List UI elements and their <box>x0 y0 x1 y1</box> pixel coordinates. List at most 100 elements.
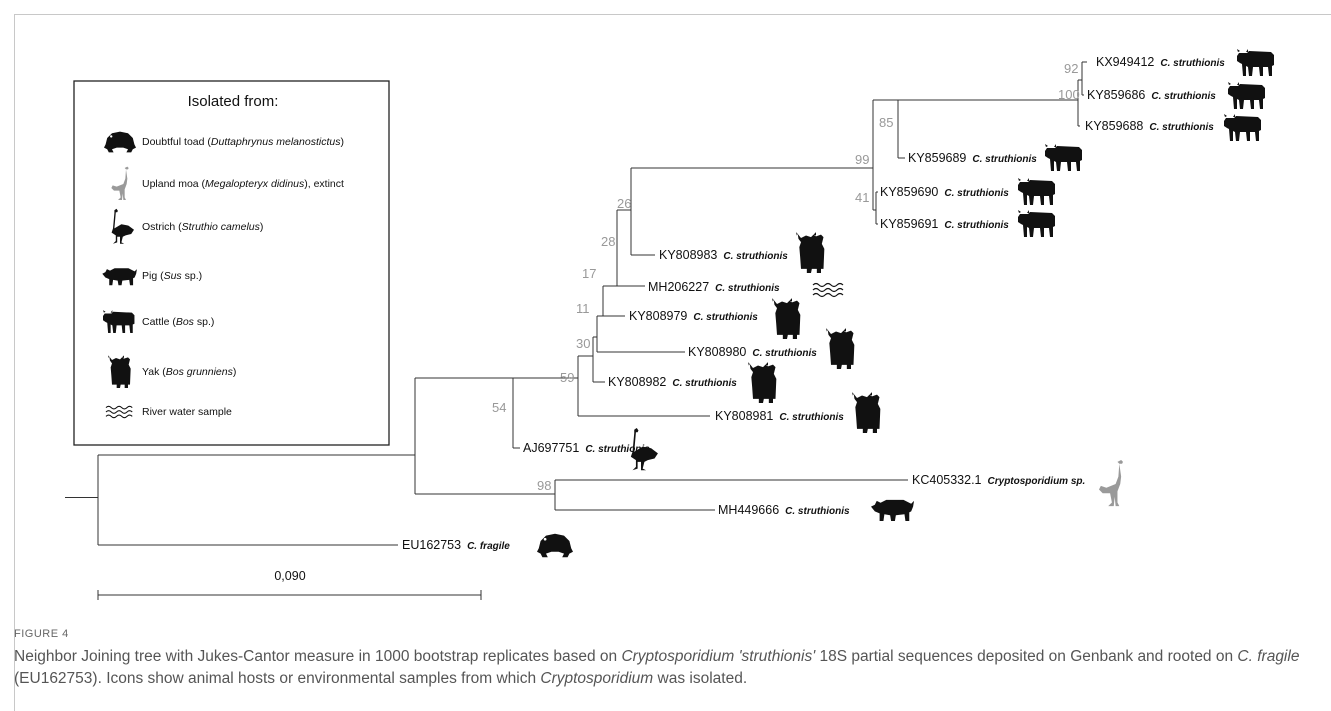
species-name: C. struthionis <box>1151 91 1216 102</box>
legend-item: Cattle (Bos sp.) <box>103 310 214 334</box>
tip-label: KC405332.1 Cryptosporidium sp. <box>912 473 1085 487</box>
tip-label: KX949412 C. struthionis <box>1096 55 1225 69</box>
yak-icon <box>826 328 855 369</box>
species-name: C. struthionis <box>672 378 737 389</box>
tip-label: MH449666 C. struthionis <box>718 503 850 517</box>
cattle-icon <box>1045 144 1082 171</box>
legend: Isolated from: Doubtful toad (Duttaphryn… <box>73 80 390 446</box>
caption-italic: C. fragile <box>1237 648 1300 665</box>
legend-label: Upland moa (Megalopteryx didinus), extin… <box>142 178 344 190</box>
tip-ky808983: KY808983 C. struthionis <box>659 232 825 273</box>
legend-title: Isolated from: <box>188 93 279 110</box>
figure-frame-top <box>14 14 1331 15</box>
legend-label: Doubtful toad (Duttaphrynus melanostictu… <box>142 136 344 148</box>
tip-label: KY808982 C. struthionis <box>608 375 737 389</box>
accession-id: KY808983 <box>659 248 717 262</box>
legend-item: Ostrich (Struthio camelus) <box>111 208 263 244</box>
tip-label: EU162753 C. fragile <box>402 538 510 552</box>
species-name: C. struthionis <box>785 506 850 517</box>
tip-label: MH206227 C. struthionis <box>648 280 780 294</box>
species-name: C. struthionis <box>1149 122 1214 133</box>
species-name: C. struthionis <box>944 188 1009 199</box>
figure-frame-left <box>14 14 15 711</box>
caption-text-part: Neighbor Joining tree with Jukes-Cantor … <box>14 648 622 665</box>
caption-italic: Cryptosporidium 'struthionis' <box>621 648 816 665</box>
legend-label: Yak (Bos grunniens) <box>142 366 236 378</box>
cattle-icon <box>1224 114 1261 141</box>
bootstrap-value: 28 <box>601 234 615 249</box>
bootstrap-value: 99 <box>855 152 869 167</box>
caption-text-part: (EU162753). Icons show animal hosts or e… <box>14 670 541 687</box>
species-name: C. struthionis <box>944 220 1009 231</box>
caption-text: Neighbor Joining tree with Jukes-Cantor … <box>14 646 1324 690</box>
cattle-icon <box>1237 49 1274 76</box>
accession-id: KY859689 <box>908 151 966 165</box>
pig-icon <box>871 499 915 521</box>
species-name: C. struthionis <box>1160 58 1225 69</box>
caption-text-part: 18S partial sequences deposited on Genba… <box>815 648 1238 665</box>
bootstrap-value: 98 <box>537 478 551 493</box>
tip-kc405332-1: KC405332.1 Cryptosporidium sp. <box>912 460 1123 507</box>
accession-id: KY859688 <box>1085 119 1143 133</box>
accession-id: KY859690 <box>880 185 938 199</box>
legend-item: Doubtful toad (Duttaphrynus melanostictu… <box>104 131 344 153</box>
tip-eu162753: EU162753 C. fragile <box>402 533 573 558</box>
tip-mh206227: MH206227 C. struthionis <box>648 280 844 298</box>
accession-id: KC405332.1 <box>912 473 982 487</box>
legend-label: River water sample <box>142 406 232 418</box>
water-icon <box>812 282 844 298</box>
species-name: C. struthionis <box>693 312 758 323</box>
yak-icon <box>796 232 825 273</box>
cattle-icon <box>1228 82 1265 109</box>
scale-bar <box>97 590 482 600</box>
tip-label: KY859688 C. struthionis <box>1085 119 1214 133</box>
scale-label: 0,090 <box>274 569 305 583</box>
accession-id: MH449666 <box>718 503 779 517</box>
tree-branches <box>65 61 1087 600</box>
species-name: Cryptosporidium sp. <box>988 476 1086 487</box>
species-name: C. struthionis <box>779 412 844 423</box>
tip-mh449666: MH449666 C. struthionis <box>718 499 915 521</box>
legend-label: Pig (Sus sp.) <box>142 270 202 282</box>
tip-ky859688: KY859688 C. struthionis <box>1085 114 1261 141</box>
cattle-icon <box>1018 210 1055 237</box>
cattle-icon <box>1018 178 1055 205</box>
tip-ky808980: KY808980 C. struthionis <box>688 328 855 369</box>
tip-ky808982: KY808982 C. struthionis <box>608 362 777 403</box>
species-name: C. struthionis <box>723 251 788 262</box>
tip-label: KY808981 C. struthionis <box>715 409 844 423</box>
species-name: C. struthionis <box>715 283 780 294</box>
accession-id: KY808982 <box>608 375 666 389</box>
moa-icon <box>1099 460 1123 507</box>
accession-id: KY808979 <box>629 309 687 323</box>
bootstrap-value: 41 <box>855 190 869 205</box>
accession-id: EU162753 <box>402 538 461 552</box>
bootstrap-value: 54 <box>492 400 506 415</box>
accession-id: KY808980 <box>688 345 746 359</box>
bootstrap-value: 59 <box>560 370 574 385</box>
tip-ky859690: KY859690 C. struthionis <box>880 178 1055 205</box>
accession-id: KX949412 <box>1096 55 1154 69</box>
accession-id: KY808981 <box>715 409 773 423</box>
bootstrap-value: 85 <box>879 115 893 130</box>
bootstrap-value: 17 <box>582 266 596 281</box>
accession-id: MH206227 <box>648 280 709 294</box>
yak-icon <box>852 392 881 433</box>
figure-label: FIGURE 4 <box>14 628 69 640</box>
legend-label: Ostrich (Struthio camelus) <box>142 221 263 233</box>
bootstrap-value: 92 <box>1064 61 1078 76</box>
bootstrap-value: 30 <box>576 336 590 351</box>
accession-id: AJ697751 <box>523 441 579 455</box>
accession-id: KY859686 <box>1087 88 1145 102</box>
species-name: C. fragile <box>467 541 510 552</box>
tip-ky859686: KY859686 C. struthionis <box>1087 82 1265 109</box>
species-name: C. struthionis <box>752 348 817 359</box>
